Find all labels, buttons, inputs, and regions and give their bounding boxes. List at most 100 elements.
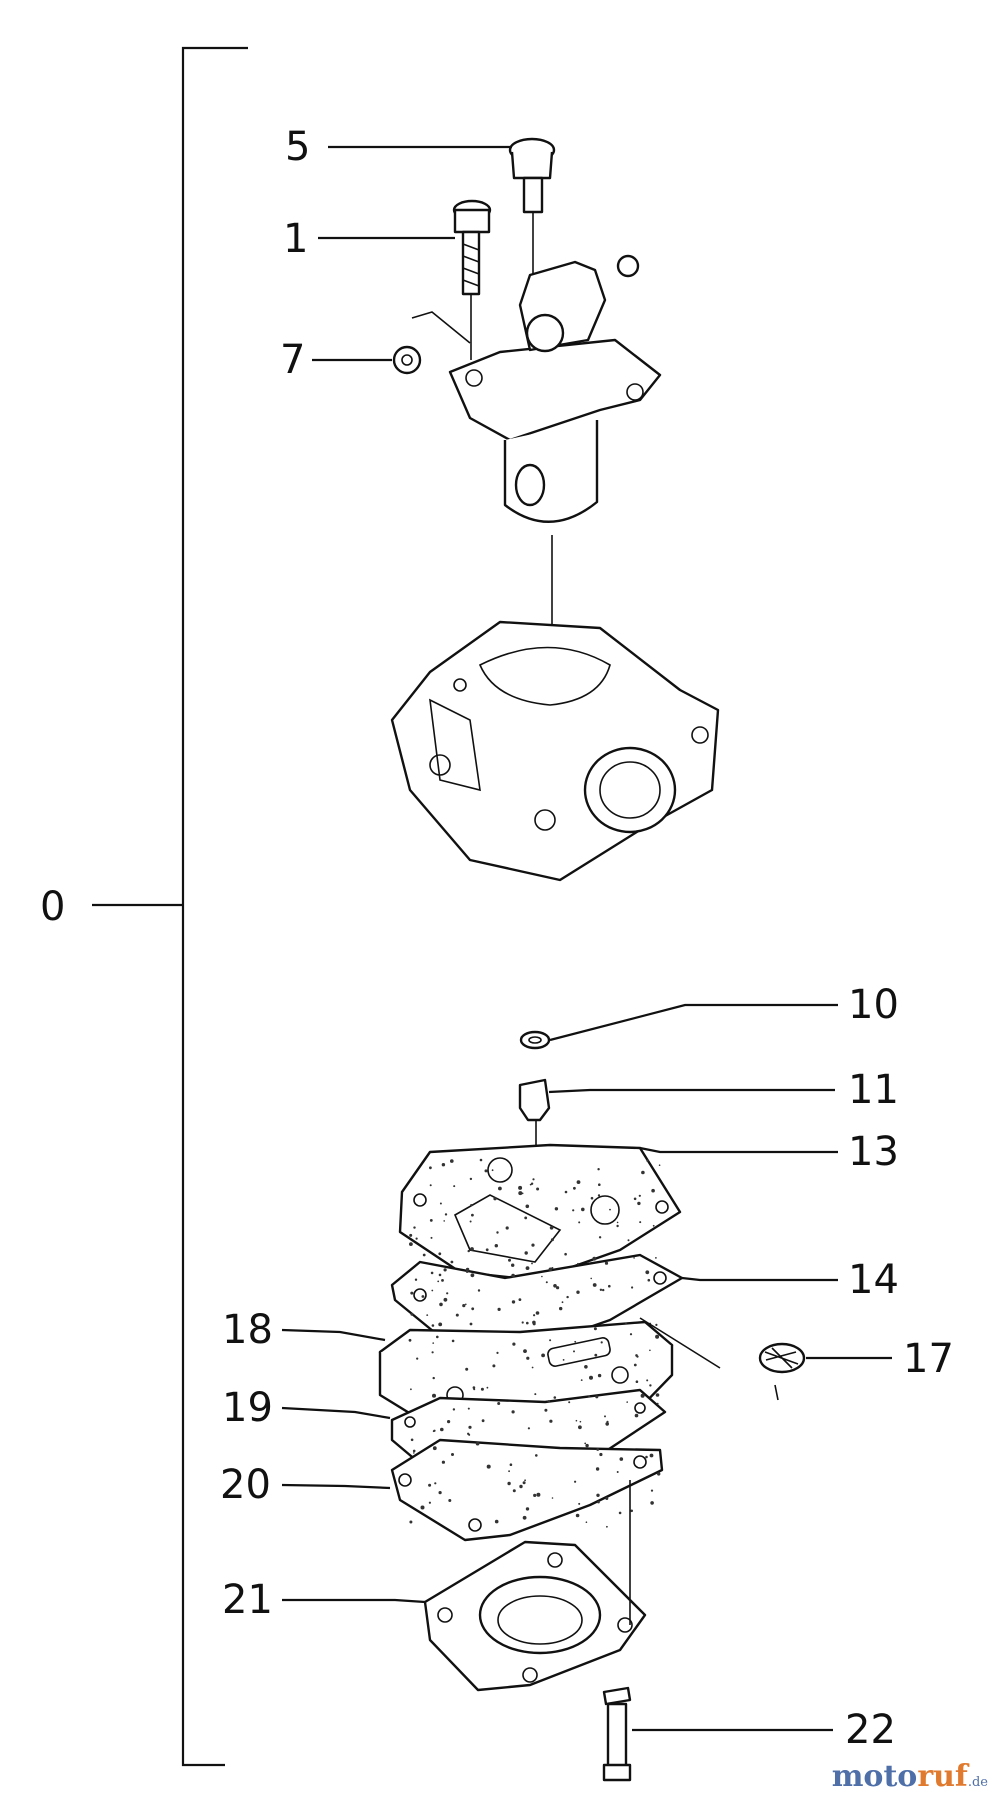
- gasket-speck: [547, 1400, 550, 1403]
- gasket-speck: [508, 1258, 511, 1262]
- gasket-speck: [627, 1239, 630, 1242]
- gasket-speck: [440, 1427, 444, 1432]
- callout-1: 1: [283, 216, 308, 262]
- gasket-speck: [590, 1277, 592, 1280]
- gasket-speck: [511, 1300, 516, 1304]
- gasket-speck: [465, 1270, 469, 1273]
- gasket-speck: [438, 1491, 442, 1495]
- gasket-speck: [511, 1273, 515, 1278]
- gasket-speck: [566, 1295, 569, 1299]
- part-21-cover: [423, 1480, 647, 1692]
- gasket-speck: [577, 1262, 579, 1265]
- gasket-speck: [604, 1415, 606, 1418]
- gasket-speck: [410, 1438, 414, 1442]
- gasket-speck: [439, 1202, 442, 1205]
- gasket-speck: [438, 1322, 443, 1327]
- gasket-speck: [584, 1365, 588, 1369]
- gasket-speck: [609, 1208, 611, 1211]
- gasket-speck: [470, 1204, 473, 1207]
- gasket-speck: [413, 1226, 416, 1229]
- gasket-speck: [553, 1396, 557, 1399]
- gasket-speck: [599, 1452, 603, 1457]
- gasket-speck: [451, 1453, 454, 1456]
- callout-13: 13: [848, 1129, 899, 1175]
- gasket-speck: [598, 1236, 602, 1239]
- gasket-speck: [544, 1408, 548, 1412]
- gasket-speck: [441, 1460, 445, 1464]
- gasket-speck: [626, 1401, 628, 1403]
- gasket-speck: [410, 1312, 414, 1316]
- carburetor-body: [390, 620, 720, 882]
- gasket-speck: [439, 1302, 443, 1307]
- gasket-speck: [576, 1290, 580, 1294]
- gasket-speck: [413, 1452, 415, 1454]
- gasket-speck: [505, 1226, 509, 1230]
- gasket-speck: [497, 1402, 501, 1405]
- gasket-speck: [635, 1380, 639, 1383]
- callout-5: 5: [285, 124, 310, 170]
- gasket-speck: [441, 1279, 444, 1282]
- gasket-speck: [408, 1338, 412, 1342]
- gasket-speck: [525, 1507, 530, 1511]
- callout-18: 18: [222, 1307, 273, 1353]
- gasket-speck: [576, 1180, 581, 1184]
- gasket-speck: [592, 1256, 597, 1261]
- gasket-speck: [619, 1457, 624, 1461]
- callout-labels: 5 1 7 10 11 13 14 17 18 19 20 21 22: [220, 124, 954, 1753]
- gasket-speck: [605, 1422, 609, 1426]
- gasket-speck: [597, 1500, 600, 1504]
- gasket-speck: [462, 1304, 466, 1308]
- choke-housing: [448, 254, 662, 632]
- gasket-speck: [477, 1289, 481, 1292]
- gasket-speck: [536, 1187, 540, 1191]
- gasket-speck: [574, 1340, 577, 1343]
- gasket-speck: [409, 1520, 413, 1524]
- gasket-speck: [494, 1519, 499, 1524]
- gasket-speck: [658, 1164, 661, 1166]
- gasket-speck: [651, 1188, 655, 1193]
- gasket-speck: [639, 1221, 642, 1224]
- gasket-speck: [573, 1186, 576, 1190]
- callout-22: 22: [845, 1707, 896, 1753]
- gasket-speck: [541, 1353, 545, 1358]
- gasket-speck: [554, 1207, 559, 1211]
- gasket-speck: [428, 1501, 431, 1504]
- gasket-speck: [469, 1220, 472, 1223]
- gasket-speck: [541, 1275, 543, 1278]
- gasket-speck: [616, 1221, 619, 1224]
- gasket-speck: [485, 1248, 489, 1252]
- gasket-speck: [431, 1289, 434, 1292]
- gasket-speck: [524, 1251, 528, 1255]
- gasket-speck: [433, 1429, 436, 1432]
- gasket-speck: [526, 1356, 530, 1360]
- gasket-speck: [655, 1257, 657, 1259]
- gasket-speck: [493, 1197, 497, 1201]
- gasket-speck: [518, 1191, 523, 1196]
- gasket-speck: [549, 1419, 553, 1423]
- gasket-speck: [491, 1169, 494, 1172]
- gasket-speck: [429, 1219, 433, 1222]
- gasket-speck: [525, 1204, 530, 1209]
- callout-7: 7: [280, 337, 305, 383]
- gasket-speck: [518, 1185, 523, 1190]
- gasket-speck: [645, 1270, 650, 1275]
- gasket-speck: [600, 1341, 603, 1344]
- gasket-speck: [409, 1233, 413, 1237]
- gasket-speck: [657, 1472, 661, 1476]
- gasket-speck: [655, 1323, 658, 1326]
- gasket-speck: [447, 1420, 451, 1424]
- gasket-speck: [441, 1163, 446, 1167]
- gasket-speck: [592, 1283, 597, 1287]
- gasket-speck: [636, 1355, 639, 1358]
- gasket-speck: [438, 1273, 442, 1277]
- gasket-speck: [533, 1493, 537, 1497]
- gasket-speck: [429, 1166, 432, 1170]
- gasket-speck: [467, 1432, 470, 1436]
- gasket-speck: [415, 1237, 418, 1240]
- gasket-speck: [629, 1333, 633, 1336]
- gasket-speck: [575, 1419, 578, 1422]
- gasket-speck: [526, 1321, 529, 1325]
- gasket-speck: [535, 1311, 540, 1315]
- gasket-speck: [649, 1349, 651, 1352]
- part-7-nut: [392, 311, 471, 375]
